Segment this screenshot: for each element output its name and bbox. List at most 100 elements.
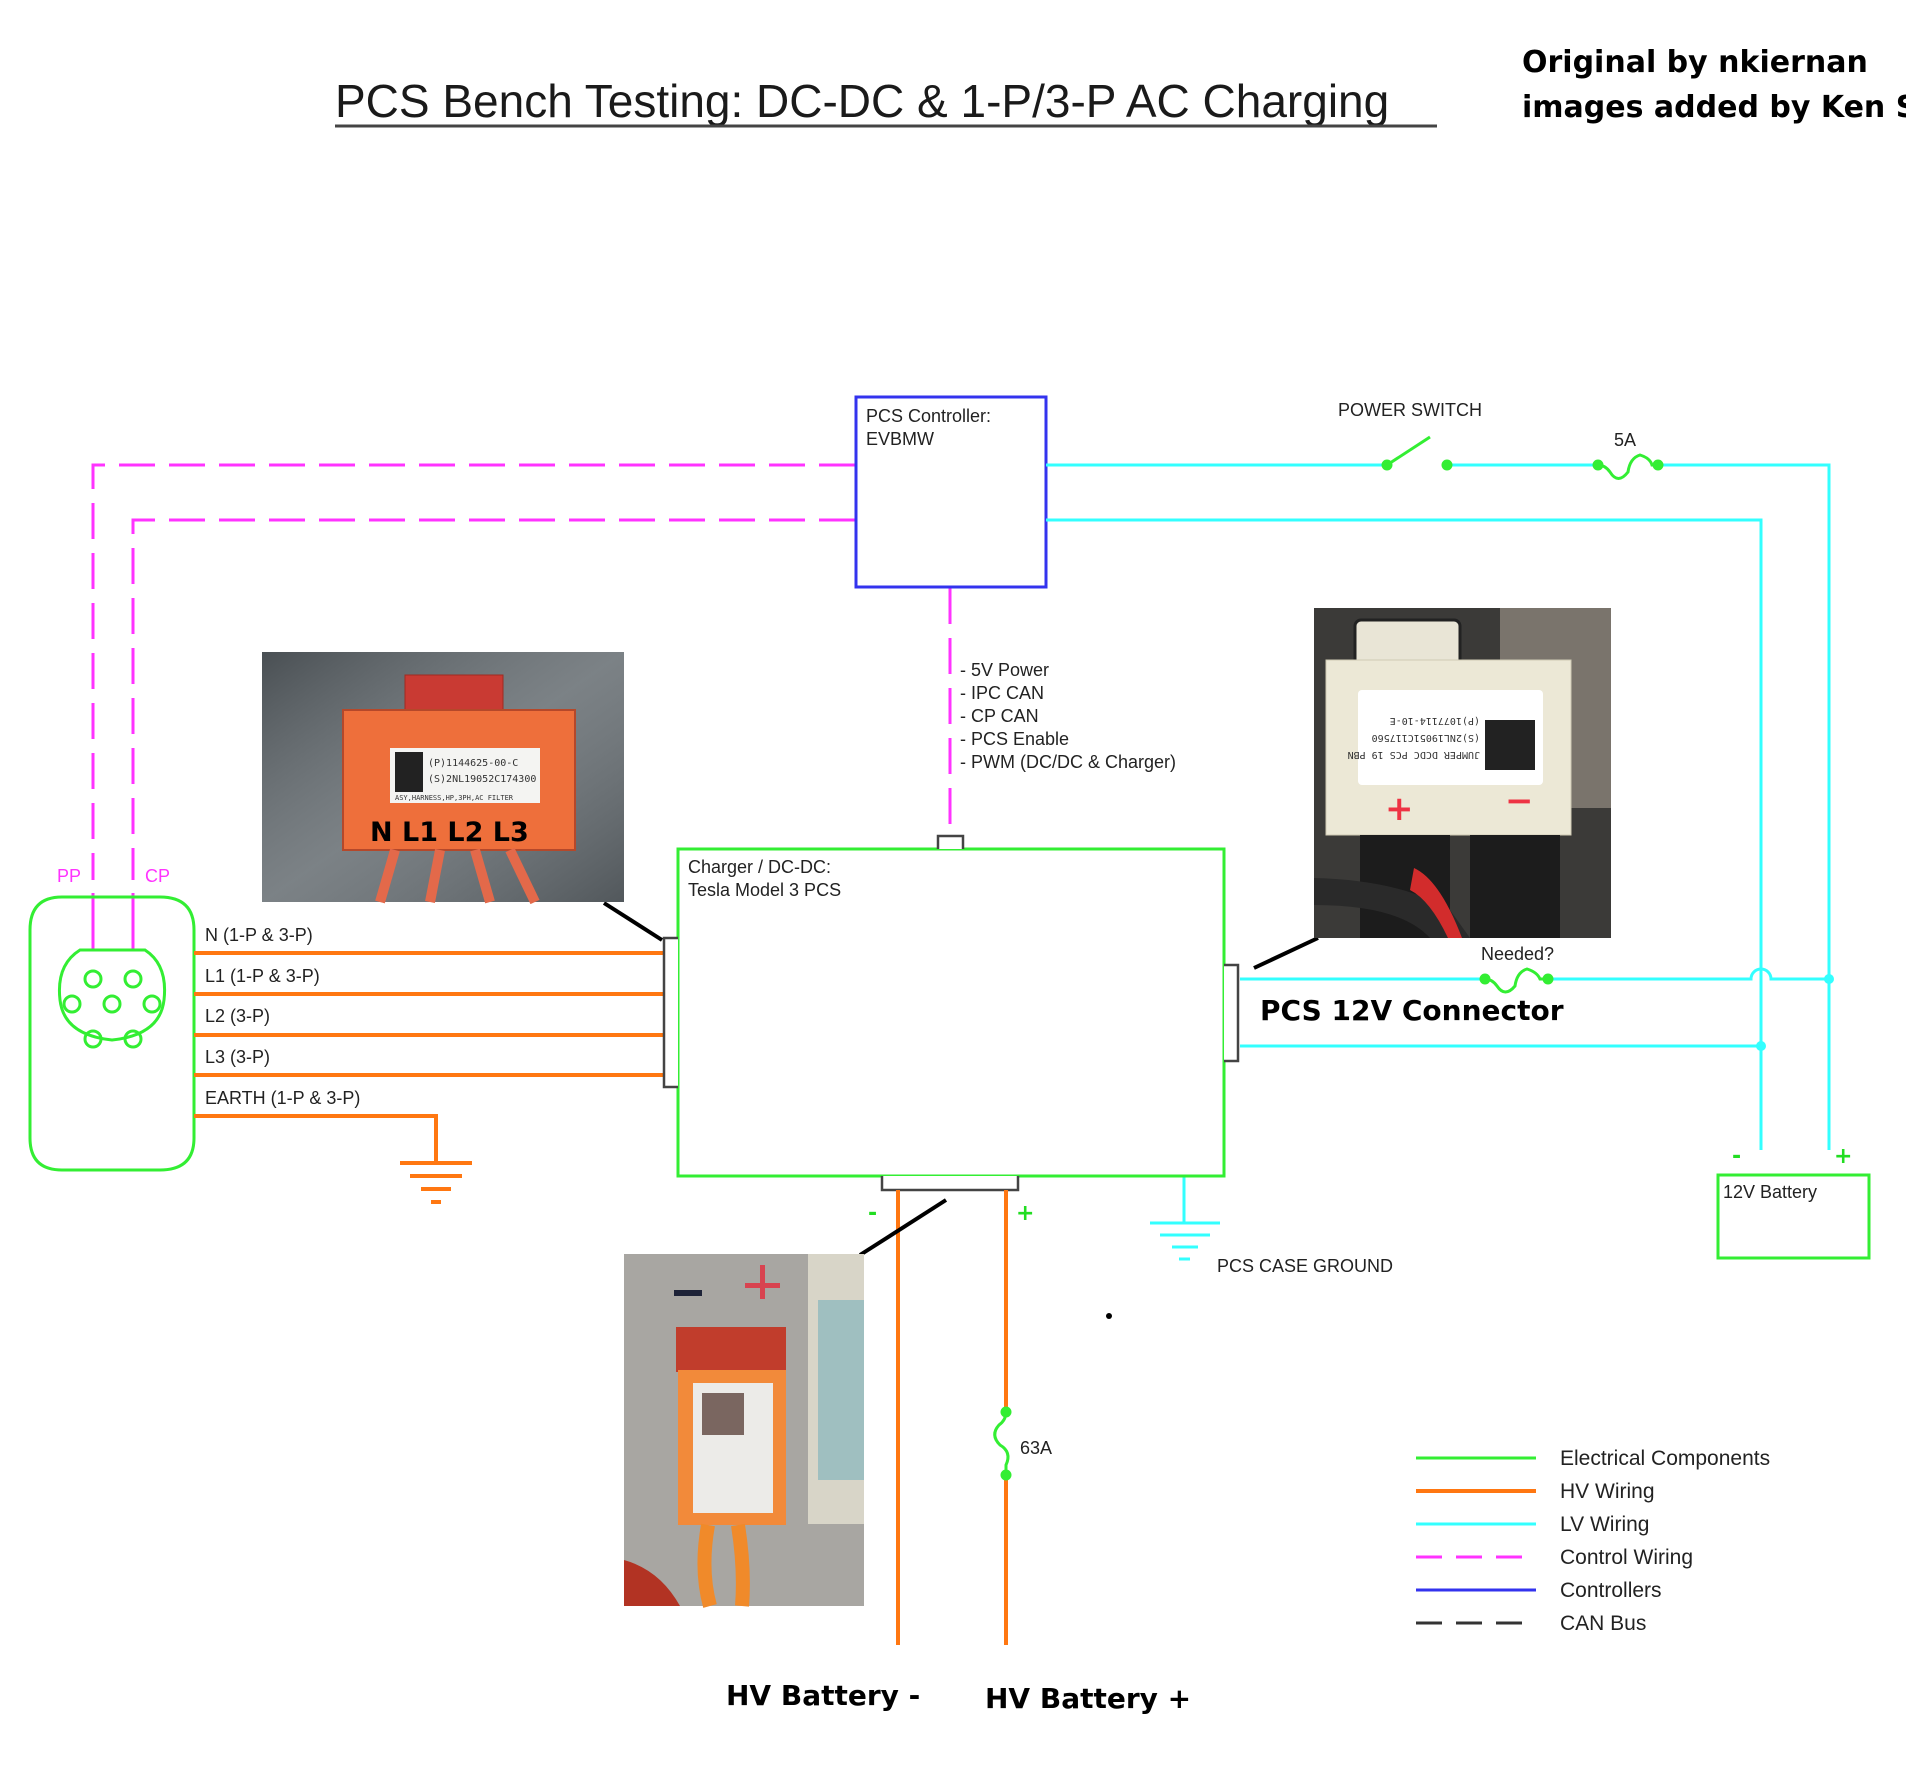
signal-item: - IPC CAN <box>960 683 1044 703</box>
inlet-pin <box>83 1029 103 1049</box>
pcs-12v-connector-label: PCS 12V Connector <box>1260 994 1564 1027</box>
ac-line-label-l2: L2 (3-P) <box>205 1006 270 1026</box>
fuse-63a-icon <box>993 1406 1012 1481</box>
legend-item: HV Wiring <box>1416 1480 1655 1503</box>
legend-item: Control Wiring <box>1416 1546 1693 1569</box>
inlet-pin-cp <box>123 969 143 989</box>
photo-label-text: (S)2NL19051C117560 <box>1372 732 1480 743</box>
lv-junction <box>1824 974 1834 984</box>
ac-line-label-l1: L1 (1-P & 3-P) <box>205 966 320 986</box>
callout-ac <box>602 901 664 942</box>
ac-hv-wiring <box>194 951 664 1204</box>
photo-label-text: JUMPER DCDC PCS 19 PBN <box>1348 749 1480 760</box>
inlet-pin <box>123 1029 143 1049</box>
fuse-63a-label: 63A <box>1020 1438 1052 1458</box>
legend-item: LV Wiring <box>1416 1513 1649 1536</box>
wires <box>697 1523 750 1608</box>
photo-plus-mark: + <box>1385 789 1414 829</box>
photo-ac-connector: (P)1144625-00-C (S)2NL19052C174300 ASY,H… <box>262 652 624 905</box>
legend-label: Controllers <box>1560 1579 1662 1602</box>
control-wiring <box>91 463 952 880</box>
photo-label-text: (P)1144625-00-C <box>428 758 518 769</box>
qr-code <box>395 752 423 792</box>
signal-item: - CP CAN <box>960 706 1039 726</box>
lv-wire-pcs-pos-b <box>1548 967 1829 981</box>
fuse-needed-label: Needed? <box>1481 944 1554 964</box>
legend-label: Control Wiring <box>1560 1546 1693 1569</box>
photo-pin-labels: N L1 L2 L3 <box>370 817 529 848</box>
battery-12v-neg-sign: - <box>1732 1144 1741 1169</box>
fuse-5a-label: 5A <box>1614 430 1636 450</box>
pcs-label-2: Tesla Model 3 PCS <box>688 880 841 900</box>
lv-12v-connector <box>1224 963 1240 1063</box>
pp-control-wire <box>91 463 855 880</box>
ac-inlet <box>28 895 196 1172</box>
lv-junction <box>1756 1041 1766 1051</box>
inlet-pin <box>142 994 162 1014</box>
legend-item: Controllers <box>1416 1579 1662 1602</box>
legend-label: Electrical Components <box>1560 1447 1770 1470</box>
signal-item: - PCS Enable <box>960 729 1069 749</box>
hv-wire-earth <box>194 1114 438 1162</box>
photo-12v-connector: JUMPER DCDC PCS 19 PBN (S)2NL19051C11756… <box>1314 608 1611 938</box>
fuse-needed-icon <box>1479 967 1554 994</box>
inlet-body <box>28 895 196 1172</box>
ac-line-label-l3: L3 (3-P) <box>205 1047 270 1067</box>
cable-red <box>1410 868 1462 938</box>
legend-label: HV Wiring <box>1560 1480 1655 1503</box>
legend-item: CAN Bus <box>1416 1612 1646 1635</box>
photo-minus-mark <box>674 1290 702 1296</box>
signal-list: - 5V Power - IPC CAN - CP CAN - PCS Enab… <box>960 660 1176 772</box>
power-switch-label: POWER SWITCH <box>1338 400 1482 420</box>
controller-label-2: EVBMW <box>866 429 934 449</box>
photo-label-text: (P)1077114-10-E <box>1390 715 1480 726</box>
signal-item: - 5V Power <box>960 660 1049 680</box>
wires <box>375 847 540 905</box>
control-connector <box>936 834 965 849</box>
battery-12v-label: 12V Battery <box>1723 1182 1817 1202</box>
cp-control-wire <box>131 518 855 880</box>
legend-label: CAN Bus <box>1560 1612 1646 1635</box>
diagram-title: PCS Bench Testing: DC-DC & 1-P/3-P AC Ch… <box>335 75 1389 127</box>
pcs-label-1: Charger / DC-DC: <box>688 857 831 877</box>
hv-dc-wiring <box>896 1190 1008 1645</box>
inlet-pin <box>62 994 82 1014</box>
hv-dc-connector <box>880 1176 1020 1192</box>
case-ground-label: PCS CASE GROUND <box>1217 1256 1393 1276</box>
hv-pos-sign: + <box>1016 1201 1034 1226</box>
photo-hv-connector <box>624 1254 864 1608</box>
lv-wire-negative-feed <box>1046 518 1763 1150</box>
photo-callouts <box>602 901 1319 1257</box>
pcs-connectors <box>662 834 1240 1192</box>
ac-line-label-n: N (1-P & 3-P) <box>205 925 313 945</box>
credit-original: Original by nkiernan <box>1522 45 1868 80</box>
photo-label-text: (S)2NL19052C174300 <box>428 774 536 785</box>
inlet-face <box>57 948 167 1042</box>
lv-wiring <box>1046 463 1831 1261</box>
cable <box>1314 878 1470 938</box>
stray-dot <box>1106 1313 1112 1319</box>
cable-black <box>1470 835 1560 938</box>
hv-battery-positive-label: HV Battery + <box>985 1682 1191 1715</box>
ac-connector <box>662 936 678 1089</box>
fuse-5a-icon <box>1592 453 1664 480</box>
callout-hv <box>858 1198 948 1257</box>
photo-minus-mark: − <box>1505 781 1534 821</box>
photo-label-text: ASY,HARNESS,HP,3PH,AC FILTER <box>395 794 514 802</box>
ac-line-label-earth: EARTH (1-P & 3-P) <box>205 1088 360 1108</box>
battery-12v-pos-sign: + <box>1834 1144 1852 1169</box>
pp-label: PP <box>57 866 81 886</box>
legend: Electrical Components HV Wiring LV WiringC… <box>1416 1447 1770 1635</box>
lv-wire-positive-feed <box>1658 463 1831 1150</box>
signal-item: - PWM (DC/DC & Charger) <box>960 752 1176 772</box>
inlet-pin <box>102 994 122 1014</box>
hv-battery-negative-label: HV Battery - <box>726 1679 920 1712</box>
latch <box>676 1327 786 1372</box>
inlet-pin-pp <box>83 969 103 989</box>
battery-12v-box <box>1716 1173 1871 1260</box>
hv-neg-sign: - <box>868 1201 877 1226</box>
credit-images: images added by Ken S. <box>1522 90 1906 125</box>
legend-item: Electrical Components <box>1416 1447 1770 1470</box>
power-switch-icon[interactable] <box>1381 435 1453 471</box>
